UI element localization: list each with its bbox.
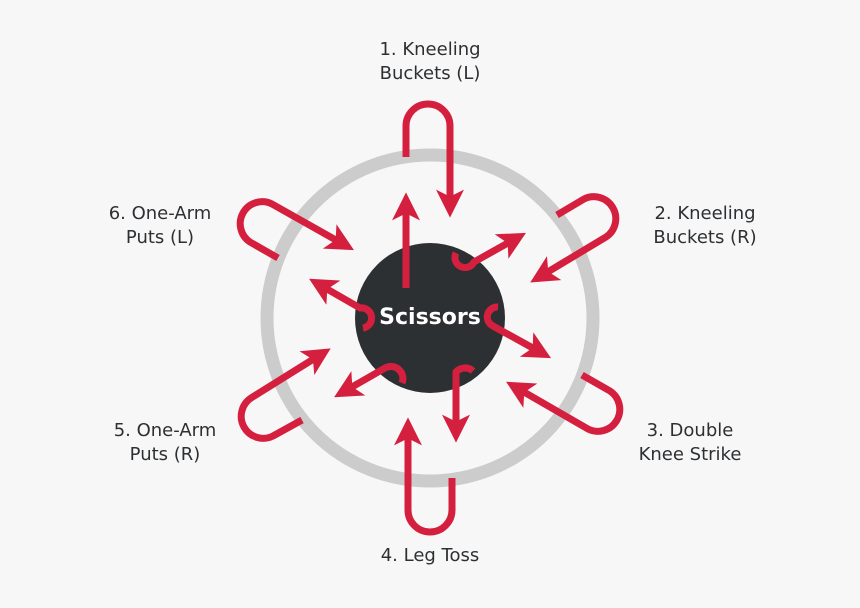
center-circle — [355, 243, 505, 393]
center-label-scissors: Scissors — [379, 305, 481, 330]
step-6-line-2: Puts (L) — [125, 227, 195, 248]
return-arrow-3 — [483, 303, 552, 359]
step-3-line-2: Knee Strike — [638, 444, 742, 465]
step-1-line-1: 1. Kneeling — [379, 39, 481, 60]
step-5-line-1: 5. One-Arm — [113, 420, 217, 441]
step-5-line-2: Puts (R) — [129, 444, 201, 465]
step-label-3: 3. Double Knee Strike — [610, 419, 770, 467]
step-3-line-1: 3. Double — [646, 420, 734, 441]
return-arrow-5 — [334, 362, 407, 398]
return-arrow-4 — [442, 364, 476, 443]
step-2-line-1: 2. Kneeling — [654, 203, 756, 224]
loop-arrow-4 — [394, 417, 456, 536]
outer-ring — [260, 148, 600, 488]
step-label-5: 5. One-Arm Puts (R) — [90, 419, 240, 467]
step-2-line-2: Buckets (R) — [653, 227, 757, 248]
step-label-4: 4. Leg Toss — [330, 544, 530, 568]
step-label-1: 1. Kneeling Buckets (L) — [330, 38, 530, 86]
loop-arrow-3 — [506, 371, 624, 435]
step-4-line-1: 4. Leg Toss — [380, 545, 480, 566]
step-label-2: 2. Kneeling Buckets (R) — [620, 202, 790, 250]
step-label-6: 6. One-Arm Puts (L) — [85, 202, 235, 250]
loop-arrow-6 — [236, 198, 354, 262]
step-1-line-2: Buckets (L) — [379, 63, 481, 84]
return-arrow-2 — [451, 232, 526, 272]
loop-arrow-1 — [402, 100, 464, 218]
step-6-line-1: 6. One-Arm — [108, 203, 212, 224]
return-arrow-6 — [309, 278, 376, 332]
loop-arrow-5 — [237, 348, 331, 442]
loop-arrow-2 — [530, 193, 620, 283]
